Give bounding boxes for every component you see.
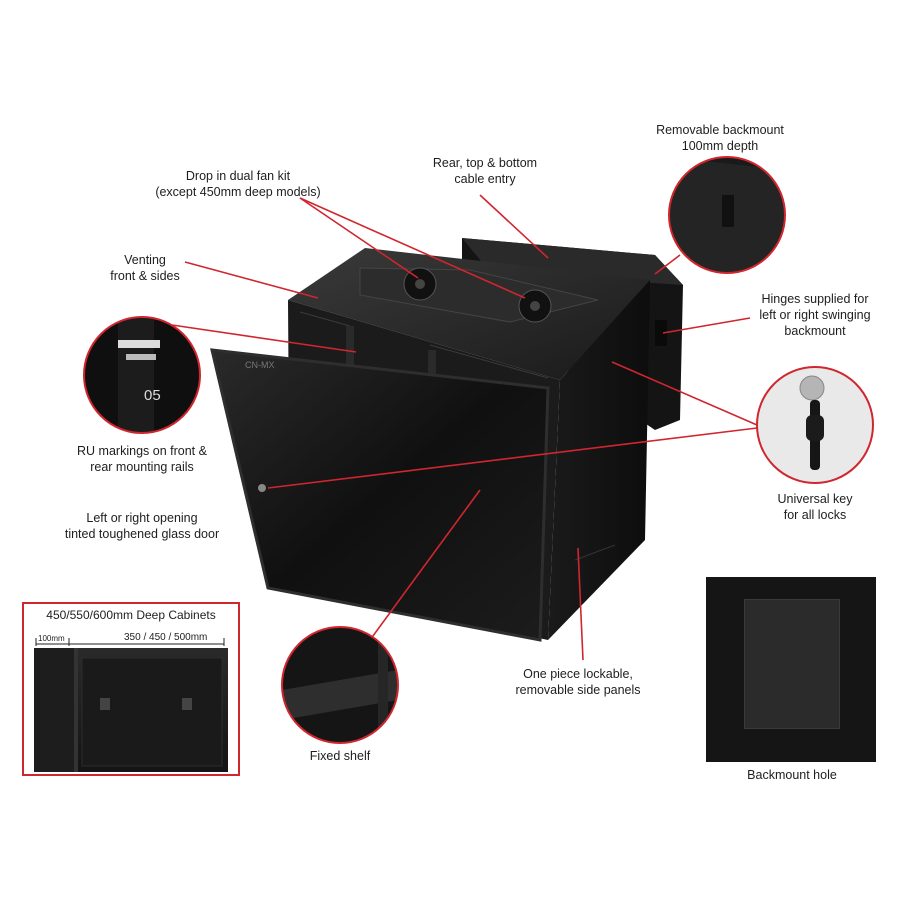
- backmount-callout: [668, 156, 786, 274]
- backmount-hole-photo: [706, 577, 876, 762]
- backmount-opening: [744, 599, 840, 729]
- side-profile-photo: [34, 648, 228, 772]
- ru-markings-callout: 05: [83, 316, 201, 434]
- rear-depth-dimension: 100mm: [38, 634, 65, 643]
- door-lock-icon: [258, 484, 266, 492]
- cabinet-depth-dimension: 350 / 450 / 500mm: [124, 632, 208, 643]
- fixed-shelf-callout: [281, 626, 399, 744]
- dimension-lines: [35, 638, 225, 646]
- side-panel: [548, 280, 650, 640]
- glass-door: [210, 348, 550, 642]
- fixed-shelf-label: Fixed shelf: [309, 749, 371, 763]
- door-logo: CN-MX: [245, 360, 275, 370]
- backmount-hole-label: Backmount hole: [747, 768, 837, 782]
- leader-lines: [171, 194, 758, 661]
- rail-number-text: 05: [144, 387, 161, 404]
- fan-kit-label: Drop in dual fan kit(except 450mm deep m…: [155, 169, 321, 199]
- universal-key-callout: [756, 366, 874, 484]
- fan-icon: [403, 267, 552, 323]
- inset-title: 450/550/600mm Deep Cabinets: [46, 608, 216, 622]
- ru-markings-label: RU markings on front &rear mounting rail…: [77, 444, 207, 474]
- side-panels-label: One piece lockable,removable side panels: [515, 667, 641, 697]
- deep-cabinets-inset: 450/550/600mm Deep Cabinets 100mm 350 / …: [22, 602, 240, 776]
